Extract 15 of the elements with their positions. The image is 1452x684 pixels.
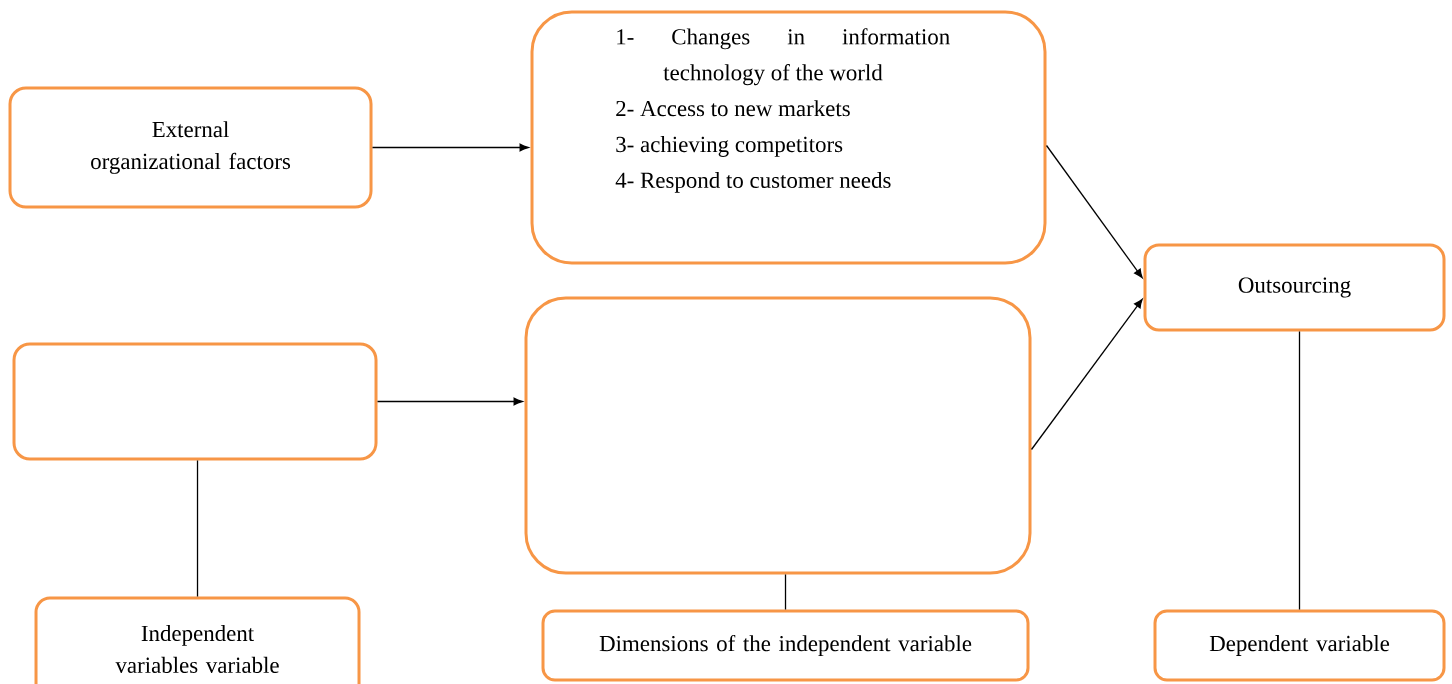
arrow [1030,298,1143,451]
list-box: 1- Changes in information technology of the world 2- Access to new markets 3- achieving competitors 4- Respond to customer needs [530,10,1047,265]
text-box: Outsourcing [1143,243,1446,332]
text-box: Dimensions of the independent variable [541,609,1030,682]
empty-box [524,296,1032,575]
text-box: Independent variables variable [34,596,361,684]
arrow [1045,144,1143,279]
empty-box [12,342,378,461]
text-box: Dependent variable [1153,609,1446,682]
connector-line [784,573,787,611]
arrow [371,143,529,152]
text-box: External organizational factors [8,86,373,209]
connector-line [1298,330,1301,611]
arrow [376,397,523,406]
connector-line [196,459,199,598]
